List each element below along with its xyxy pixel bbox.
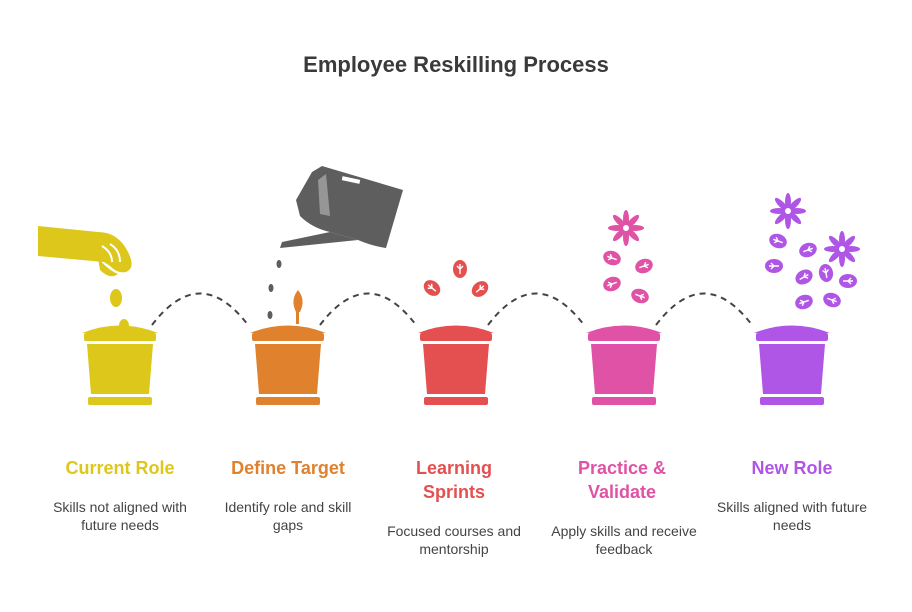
step-5-description: Skills aligned with future needs [716, 499, 868, 533]
step-5-title: New Role [751, 458, 833, 478]
step-1-description: Skills not aligned with future needs [53, 499, 187, 533]
blooming-plant-icon [754, 193, 860, 405]
watering-can-icon [250, 166, 403, 405]
step-3-title: Learning Sprints [415, 458, 492, 502]
step-2-description: Identify role and skill gaps [224, 499, 352, 533]
flowering-plant-icon [586, 210, 662, 405]
step-4-title: Practice & Validate [577, 458, 667, 502]
step-1-title: Current Role [65, 458, 175, 478]
hand-planting-seeds-icon [38, 226, 158, 405]
connector-arcs [151, 292, 753, 326]
step-3-description: Focused courses and mentorship [387, 523, 521, 557]
step-2-title: Define Target [231, 458, 345, 478]
diagram-title: Employee Reskilling Process [303, 52, 609, 77]
sprouting-leaves-icon [418, 259, 494, 405]
step-4-description: Apply skills and receive feedback [551, 523, 697, 557]
